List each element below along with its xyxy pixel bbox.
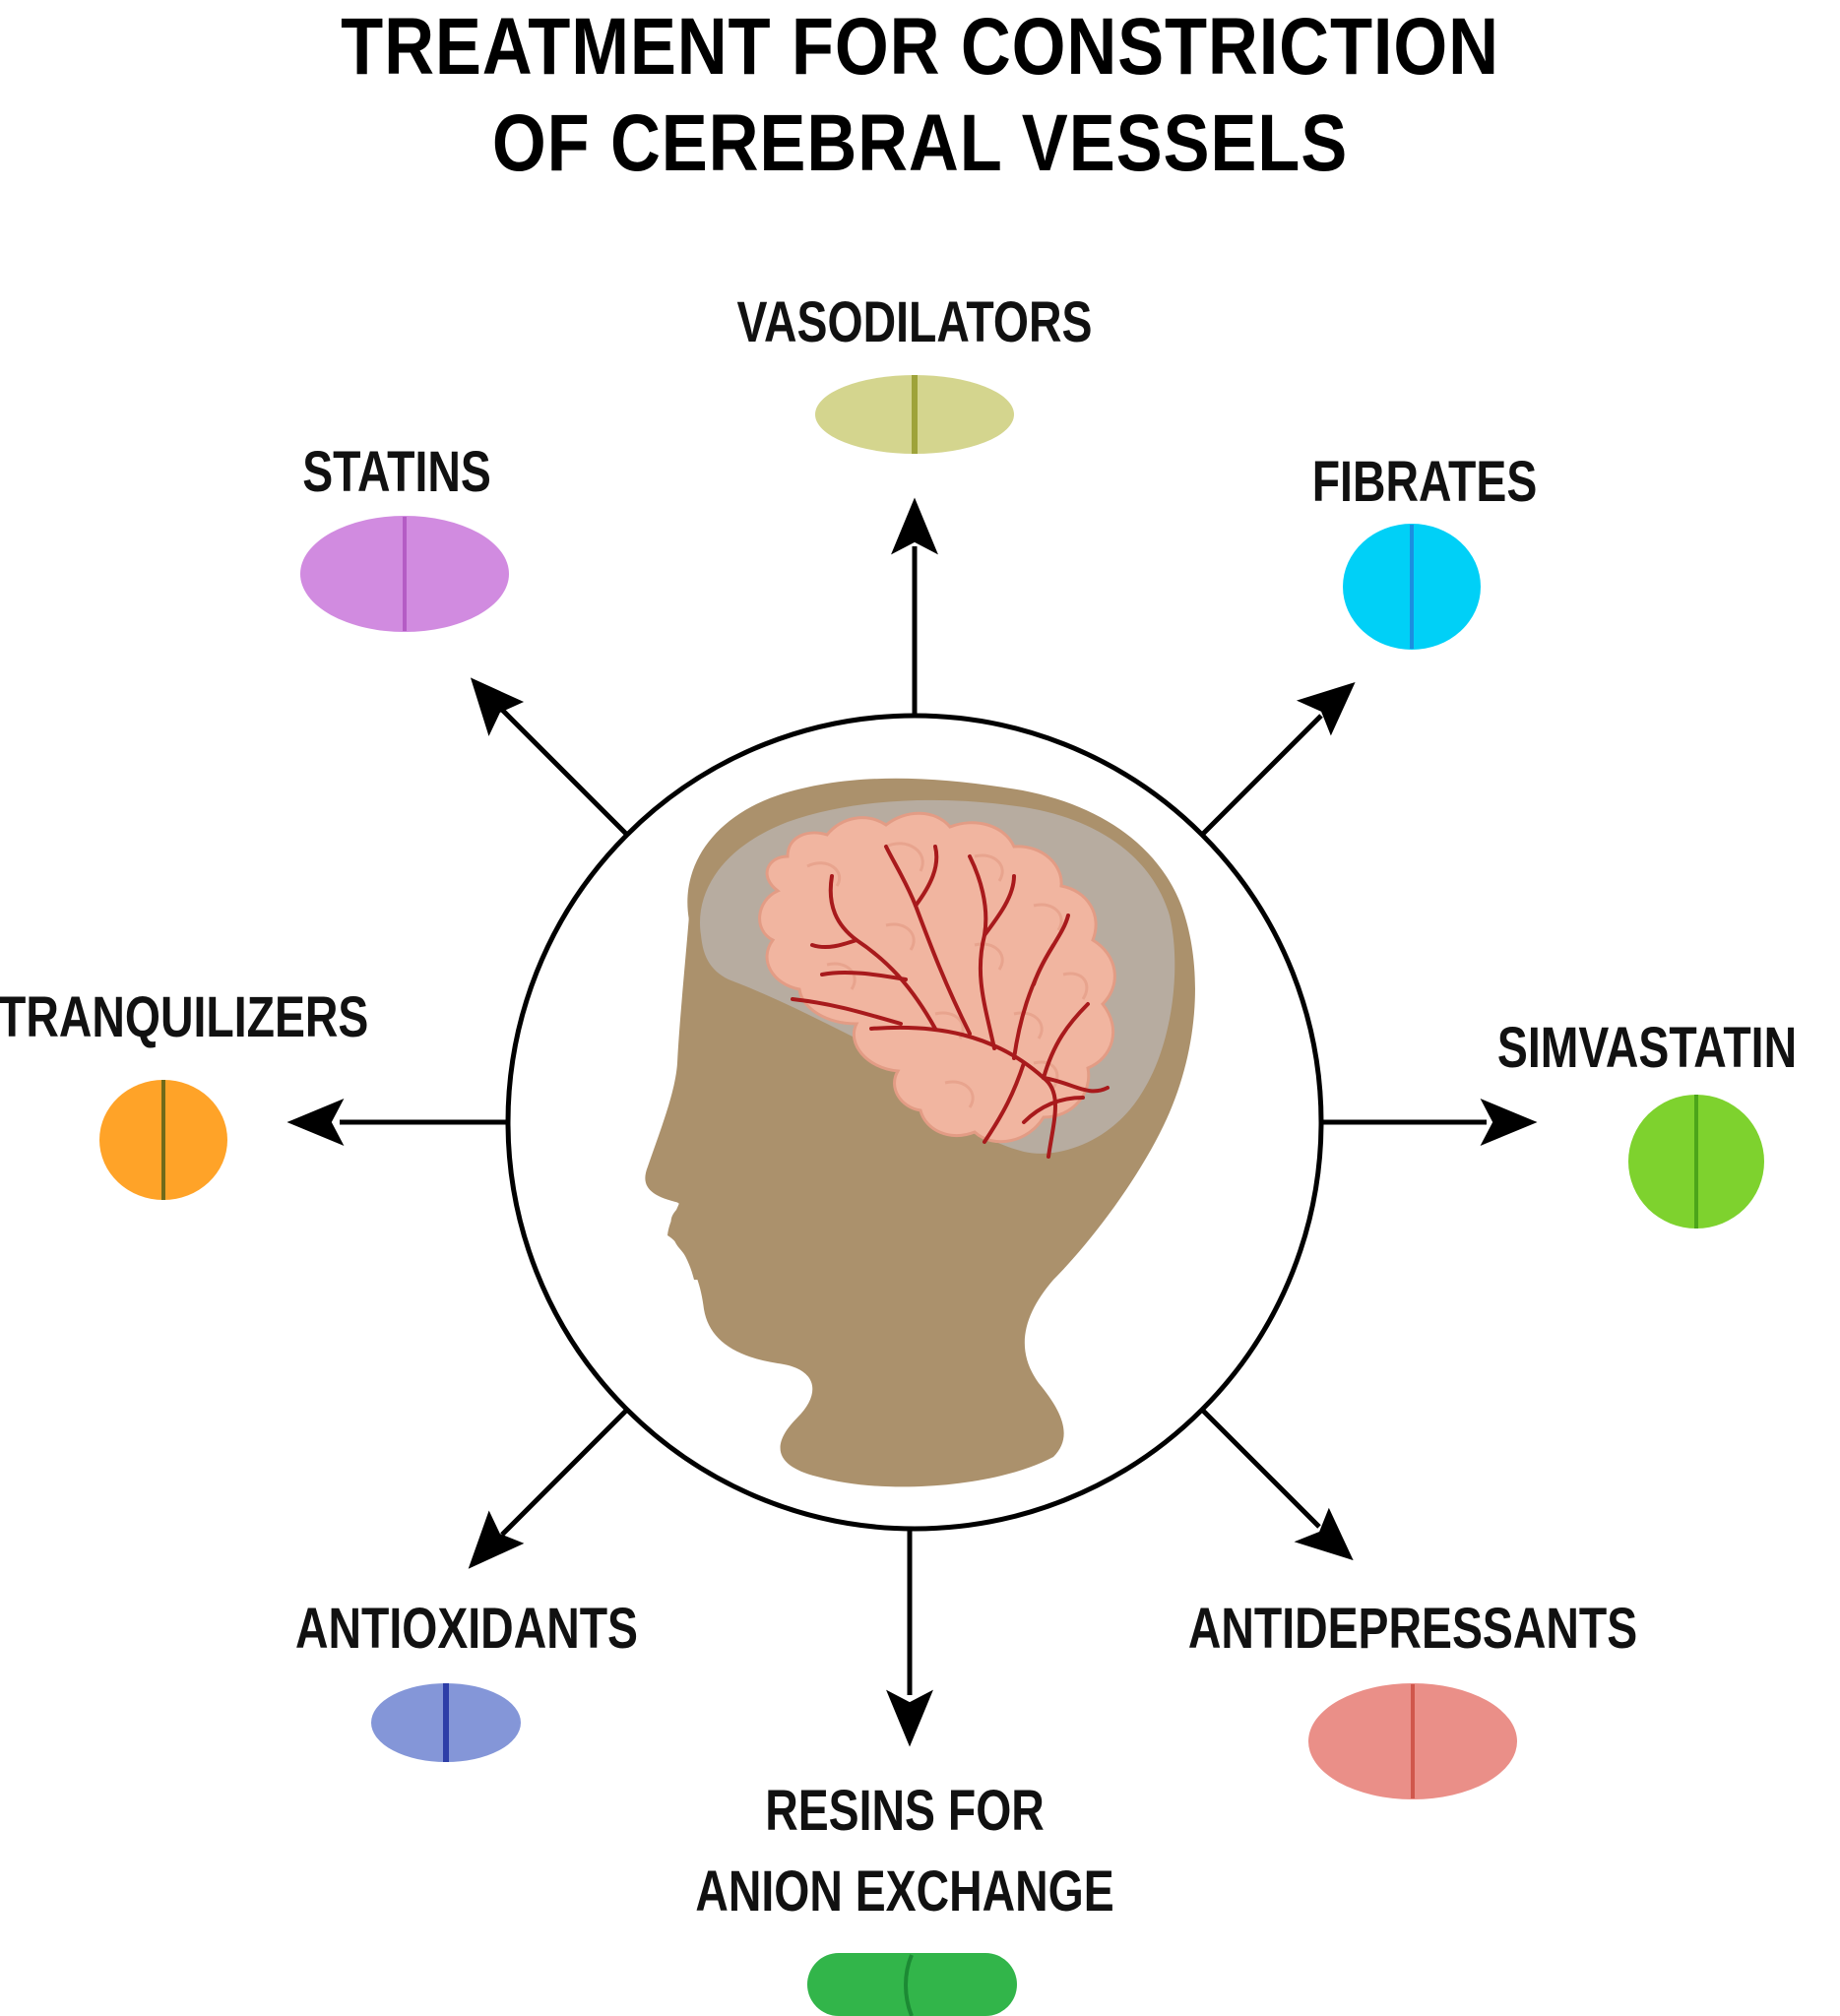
pill-tranquilizers [99, 1080, 227, 1200]
label-tranquilizers: TRANQUILIZERS [0, 985, 369, 1049]
title-line-2: OF CEREBRAL VESSELS [491, 98, 1349, 188]
label-resins-line-1: RESINS FOR [765, 1779, 1045, 1843]
title-line-1: TREATMENT FOR CONSTRICTION [341, 2, 1499, 92]
arrows [286, 497, 1538, 1747]
pill-antidepressants [1308, 1683, 1517, 1799]
arrow-head-up-left [470, 677, 525, 736]
pill-fibrates [1343, 524, 1481, 650]
pill-resins [807, 1953, 1017, 2016]
pill-statins [300, 516, 509, 632]
arrow-head-left [286, 1099, 345, 1146]
label-antidepressants: ANTIDEPRESSANTS [1187, 1597, 1638, 1661]
label-antioxidants: ANTIOXIDANTS [295, 1597, 638, 1661]
arrow-head-up-right [1296, 681, 1356, 736]
pill-simvastatin [1628, 1095, 1764, 1228]
label-fibrates: FIBRATES [1311, 450, 1538, 514]
pill-antioxidants [371, 1683, 521, 1762]
label-statins: STATINS [302, 440, 491, 504]
label-simvastatin: SIMVASTATIN [1496, 1016, 1798, 1080]
label-resins-line-2: ANION EXCHANGE [695, 1859, 1114, 1923]
cerebral-vessels [791, 845, 1110, 1159]
pill-vasodilators [815, 375, 1014, 454]
arrow-head-up [891, 497, 938, 555]
brain [758, 811, 1116, 1144]
arrow-head-down-left [468, 1510, 525, 1569]
arrow-head-down [886, 1689, 933, 1747]
arrow-head-right [1480, 1099, 1538, 1146]
head-face-profile [645, 915, 748, 1280]
arrow-head-down-right [1294, 1507, 1354, 1561]
label-vasodilators: VASODILATORS [736, 290, 1093, 354]
